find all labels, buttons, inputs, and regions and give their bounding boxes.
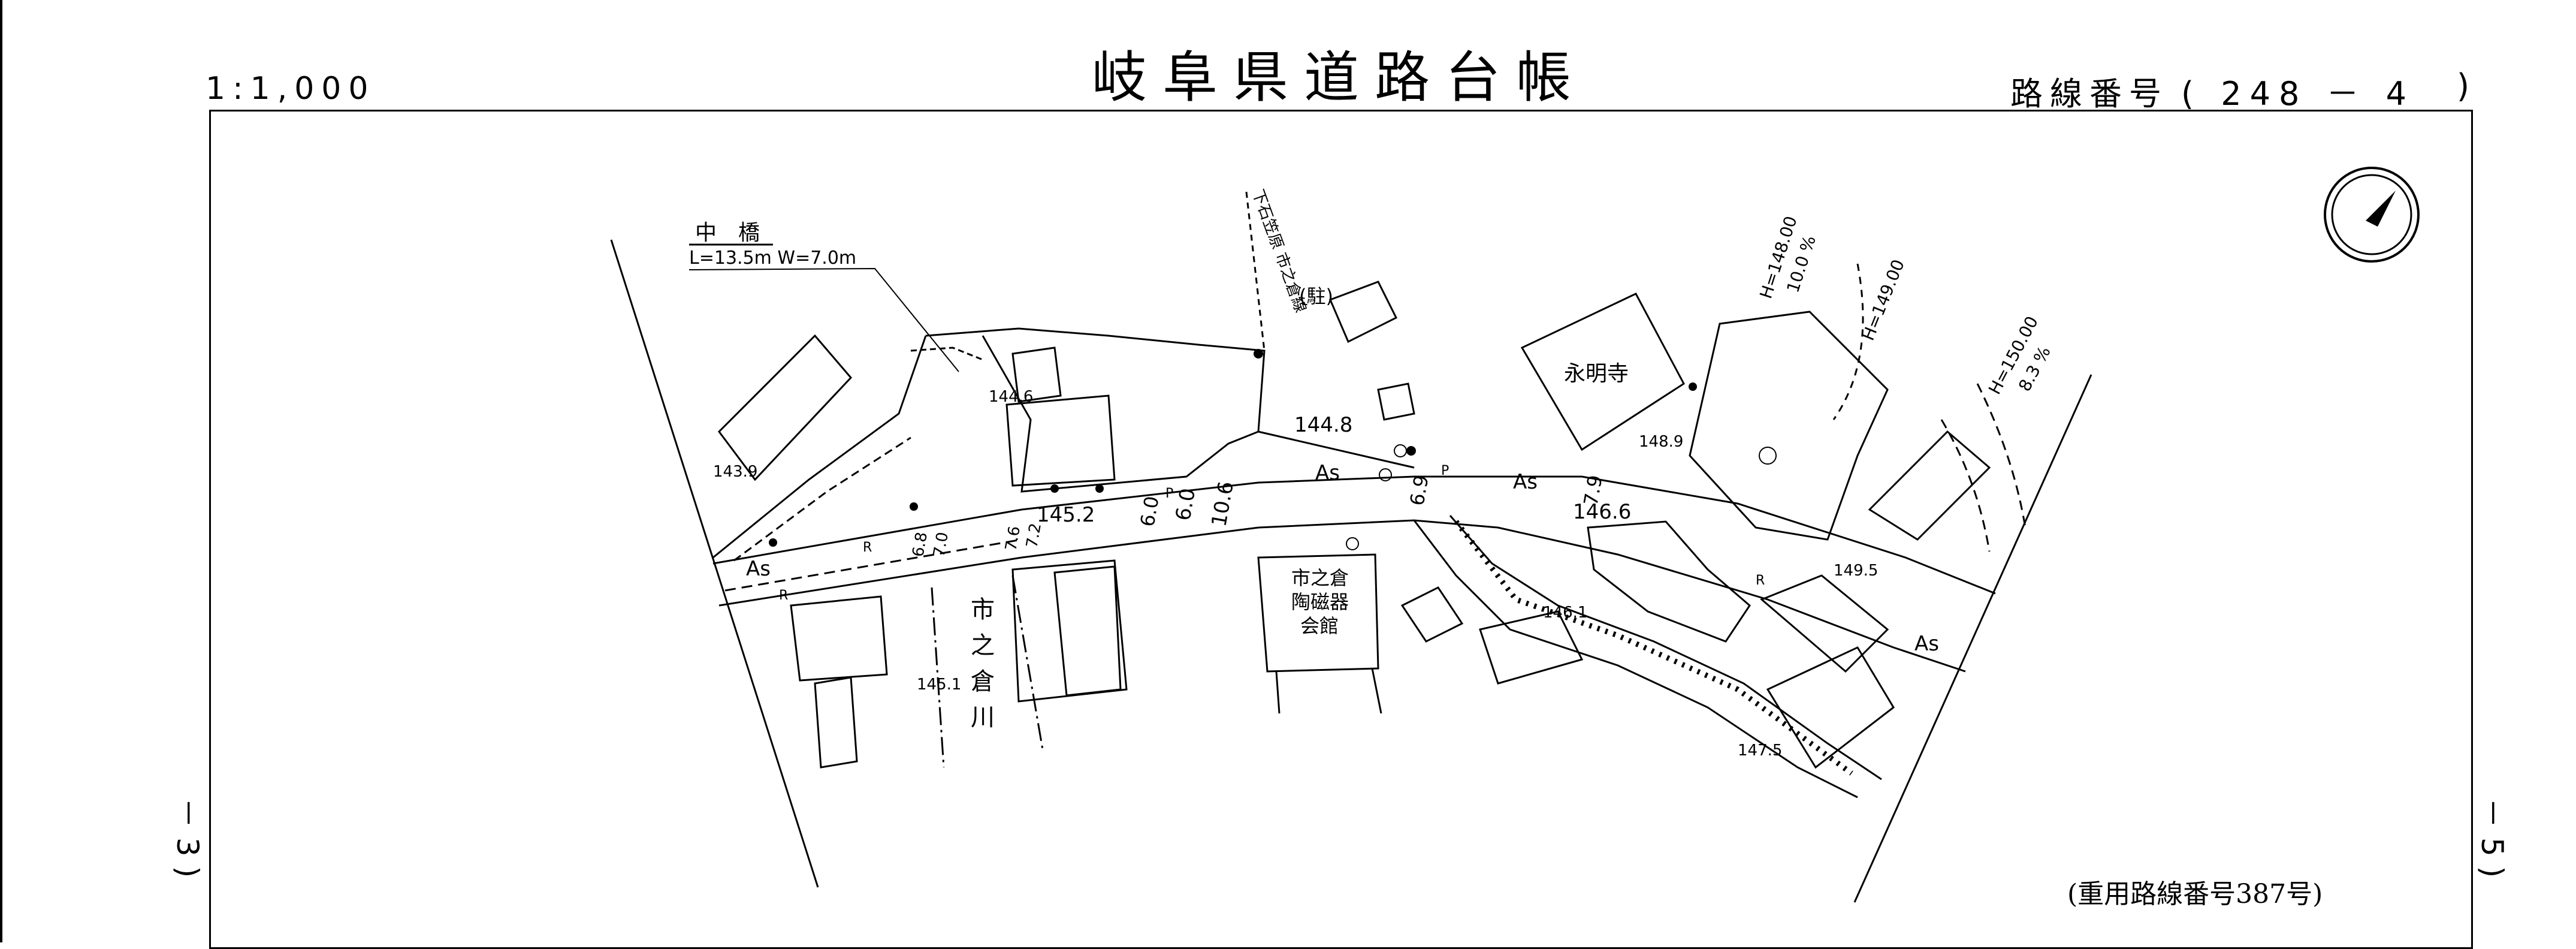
building-temple	[1520, 293, 1685, 451]
branch-road-upper	[712, 335, 927, 559]
surface-label: As	[1513, 470, 1538, 494]
building-hall	[1257, 553, 1379, 673]
road-edge-lower	[718, 519, 1966, 673]
surface-label: As	[746, 557, 771, 581]
temple-label: 永明寺	[1564, 361, 1629, 386]
hall-label-1: 市之倉	[1291, 567, 1349, 589]
width-label: 6.0	[1171, 486, 1200, 522]
river-label-3: 倉	[971, 668, 995, 695]
building-lower-left	[1011, 559, 1128, 703]
side-road-top	[1258, 430, 1415, 469]
width-label: 6.0	[1136, 495, 1163, 529]
elevation-label: 145.1	[917, 676, 961, 694]
parking-label: (駐)	[1299, 285, 1333, 308]
route-number-close: )	[2457, 67, 2470, 105]
lower-road-edge-a	[1413, 520, 1858, 799]
marker-p: P	[1441, 463, 1449, 478]
river-label-1: 市	[971, 596, 995, 623]
marker-p: P	[1165, 486, 1173, 501]
map-limit-right	[1853, 374, 2092, 903]
bridge-label: 中 橋 L=13.5m W=7.0m	[688, 221, 959, 372]
elevation-label: 148.9	[1639, 433, 1683, 451]
marker-r: R	[863, 540, 872, 555]
marker-r: R	[779, 588, 788, 603]
route-number-label: 路線番号	[2010, 75, 2169, 113]
width-label: 6.9	[1405, 474, 1433, 508]
road-edge-upper	[712, 475, 1996, 595]
shared-route-note: (重用路線番号387号)	[2067, 879, 2323, 909]
elevation-label: 146.6	[1573, 500, 1631, 524]
width-label: 6.8	[909, 531, 931, 558]
surface-label: As	[1914, 632, 1939, 656]
hall-label-3: 会館	[1300, 614, 1339, 637]
elevation-label: 146.1	[1543, 604, 1587, 622]
width-label: 7.0	[930, 531, 952, 558]
lower-road-edge-b	[1449, 515, 1882, 781]
elevation-label: 145.2	[1037, 503, 1095, 527]
width-label: 10.6	[1207, 480, 1239, 528]
hall-label-2: 陶磁器	[1291, 591, 1349, 613]
route-number-value: ( 248 － 4	[2181, 75, 2415, 113]
river-label-2: 之	[971, 632, 995, 659]
river-bank-left	[931, 587, 945, 768]
scale-label: 1:1,000	[206, 71, 376, 107]
river-label-4: 川	[971, 704, 995, 731]
elevation-label: 149.5	[1834, 562, 1878, 580]
elevation-label: 144.8	[1294, 413, 1352, 437]
marker-r: R	[1756, 573, 1765, 588]
bridge-dimensions: L=13.5m W=7.0m	[689, 248, 856, 269]
grade-height: H=149.00	[1858, 257, 1908, 343]
surface-label: As	[1315, 461, 1340, 485]
width-label: 7.2	[1023, 522, 1045, 549]
page-title: 岐阜県道路台帳	[1092, 46, 1587, 110]
elevation-label: 147.5	[1738, 742, 1782, 760]
width-label: 7.6	[1002, 525, 1024, 552]
upper-parcel	[925, 327, 1266, 493]
elevation-label: 144.6	[989, 388, 1033, 406]
elevation-label: 143.9	[713, 463, 757, 481]
north-arrow-icon	[2324, 167, 2420, 263]
bridge-name: 中 橋	[695, 221, 760, 245]
upper-right-plot	[1689, 311, 1889, 541]
page-edge-line	[0, 0, 2, 942]
width-label: 7.9	[1579, 474, 1606, 508]
